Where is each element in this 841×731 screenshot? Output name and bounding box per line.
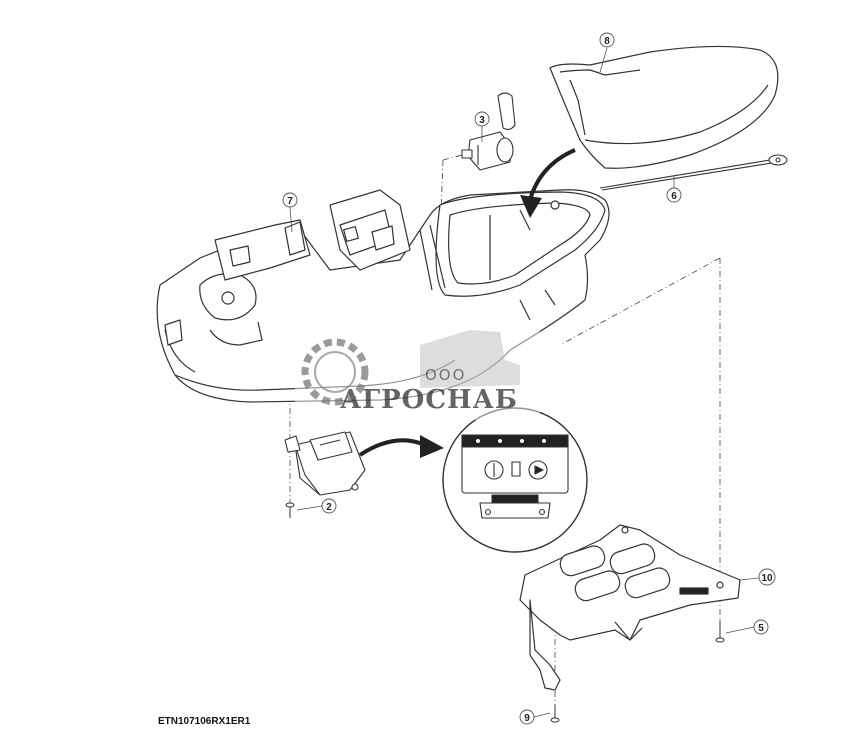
assembly-arrows (358, 148, 576, 458)
detail-view (442, 407, 588, 553)
svg-text:7: 7 (287, 196, 293, 207)
watermark: ООО АГРОСНАБ (295, 330, 540, 420)
watermark-brand: АГРОСНАБ (340, 385, 518, 415)
screw-5 (715, 620, 725, 643)
switch-module (284, 431, 366, 496)
callout-7: 8 (599, 32, 615, 73)
svg-text:9: 9 (524, 713, 530, 724)
screw-2 (285, 502, 295, 518)
gear-logo-icon (301, 338, 369, 406)
callout-10: 10 (739, 568, 776, 586)
figure-reference-code: ETN107106RX1ER1 (158, 716, 251, 727)
callout-8: 7 (282, 192, 298, 233)
svg-text:5: 5 (758, 623, 764, 634)
power-outlet (461, 92, 516, 171)
callout-6: 6 (666, 175, 682, 203)
callout-5: 5 (725, 619, 769, 635)
svg-text:2: 2 (326, 502, 332, 513)
screw-9 (550, 705, 560, 723)
harvester-silhouette-icon (420, 330, 520, 388)
watermark-company: ООО (425, 366, 466, 384)
svg-text:8: 8 (604, 36, 610, 47)
callouts: 8 3 6 7 2 10 5 (282, 32, 776, 725)
callout-2: 2 (296, 498, 337, 514)
armrest-lid (549, 45, 779, 169)
support-rod (599, 154, 788, 191)
callout-9: 9 (519, 709, 551, 725)
svg-text:3: 3 (479, 115, 485, 126)
screws (285, 502, 725, 723)
svg-text:10: 10 (761, 573, 773, 584)
callout-3: 3 (474, 111, 490, 142)
mounting-bracket (519, 524, 741, 691)
svg-text:6: 6 (671, 191, 677, 202)
